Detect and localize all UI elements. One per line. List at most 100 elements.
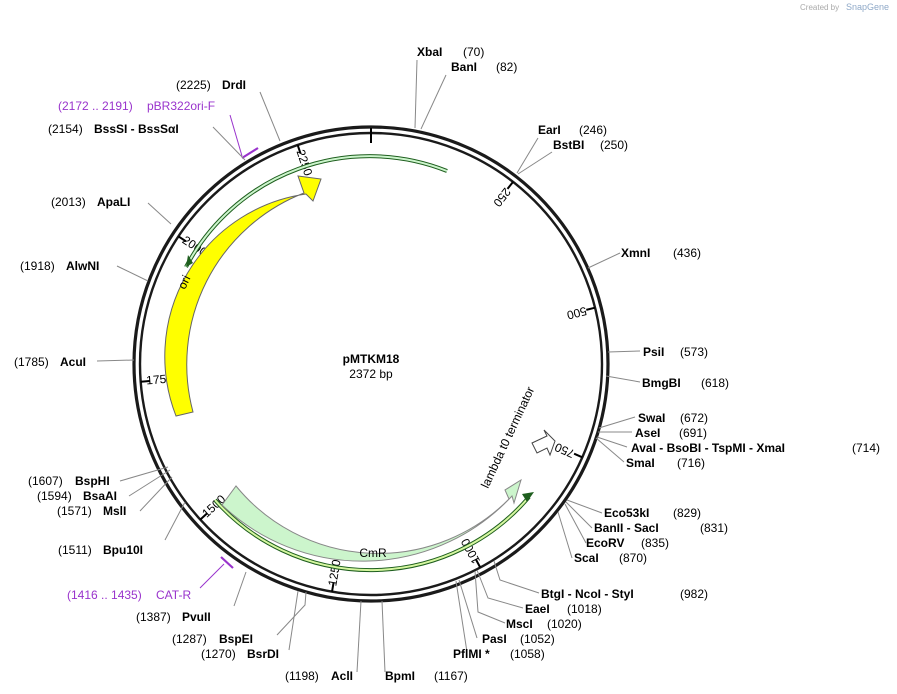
site-bpu10i-name[interactable]: Bpu10I bbox=[103, 543, 143, 557]
cmr-feature-arrow[interactable] bbox=[221, 478, 522, 562]
site-eaei-name[interactable]: EaeI bbox=[525, 602, 550, 616]
pbr322ori-f-primer-mark[interactable] bbox=[241, 147, 259, 159]
site-btgi-group-name[interactable]: BtgI - NcoI - StyI bbox=[541, 587, 634, 601]
site-xmni-name[interactable]: XmnI bbox=[621, 246, 650, 260]
site-pflmi-name[interactable]: PflMI * bbox=[453, 647, 490, 661]
site-swai-name[interactable]: SwaI bbox=[638, 411, 665, 425]
site-eco53ki-pos: (829) bbox=[673, 506, 701, 520]
site-smai-name[interactable]: SmaI bbox=[626, 456, 655, 470]
site-pvuii-name[interactable]: PvuII bbox=[182, 610, 211, 624]
site-smai-pos: (716) bbox=[677, 456, 705, 470]
ori-direction-bar-inner bbox=[185, 155, 448, 268]
site-bani-name[interactable]: BanI bbox=[451, 60, 477, 74]
tick-mark-250 bbox=[506, 181, 514, 190]
tick-mark-500 bbox=[586, 306, 596, 311]
site-alwni-name[interactable]: AlwNI bbox=[66, 259, 99, 273]
tick-mark-750 bbox=[573, 452, 583, 459]
site-bsphi-pos: (1607) bbox=[28, 474, 63, 488]
site-eco53ki-name[interactable]: Eco53kI bbox=[604, 506, 649, 520]
site-bpmi-pos: (1167) bbox=[434, 669, 468, 683]
tick-mark-1500 bbox=[199, 512, 208, 521]
site-bsssi-pos: (2154) bbox=[48, 122, 83, 136]
site-avai-group-name[interactable]: AvaI - BsoBI - TspMI - XmaI bbox=[631, 441, 785, 455]
pbr322ori-f-label: pBR322ori-F bbox=[147, 99, 215, 113]
site-pasi-name[interactable]: PasI bbox=[482, 632, 507, 646]
credit-prefix: Created by bbox=[800, 3, 839, 12]
site-swai-pos: (672) bbox=[680, 411, 708, 425]
site-pvuii-pos: (1387) bbox=[136, 610, 171, 624]
site-asei-name[interactable]: AseI bbox=[635, 426, 660, 440]
site-bmgbi-pos: (618) bbox=[701, 376, 729, 390]
site-bsssi-name[interactable]: BssSI - BssSαI bbox=[94, 122, 179, 136]
site-bspei-name[interactable]: BspEI bbox=[219, 632, 253, 646]
site-bsaai-name[interactable]: BsaAI bbox=[83, 489, 117, 503]
site-bsaai-pos: (1594) bbox=[37, 489, 72, 503]
site-scai-pos: (870) bbox=[619, 551, 647, 565]
site-alwni-pos: (1918) bbox=[20, 259, 55, 273]
lambda-terminator-label: lambda t0 terminator bbox=[478, 384, 537, 490]
cat-r-leader bbox=[199, 563, 225, 589]
site-acui-name[interactable]: AcuI bbox=[60, 355, 86, 369]
site-leaders bbox=[96, 59, 641, 673]
tick-label-1250: 1250 bbox=[325, 558, 343, 587]
ori-feature-arrow[interactable] bbox=[164, 175, 322, 417]
site-bani-pos: (82) bbox=[496, 60, 517, 74]
site-banii-saci-pos: (831) bbox=[700, 521, 728, 535]
site-acui-pos: (1785) bbox=[14, 355, 49, 369]
site-acli-name[interactable]: AclI bbox=[331, 669, 353, 683]
site-eari-pos: (246) bbox=[579, 123, 607, 137]
cat-r-range: (1416 .. 1435) bbox=[67, 588, 142, 602]
site-acli-pos: (1198) bbox=[285, 669, 319, 683]
tick-label-250: 250 bbox=[490, 185, 514, 210]
site-msli-name[interactable]: MslI bbox=[103, 504, 126, 518]
site-banii-saci-name[interactable]: BanII - SacI bbox=[594, 521, 659, 535]
site-bmgbi-name[interactable]: BmgBI bbox=[642, 376, 681, 390]
tick-label-500: 500 bbox=[565, 304, 588, 323]
pbr322ori-f-leader bbox=[229, 114, 243, 157]
site-scai-name[interactable]: ScaI bbox=[574, 551, 599, 565]
site-apali-pos: (2013) bbox=[51, 195, 86, 209]
site-bsphi-name[interactable]: BspHI bbox=[75, 474, 110, 488]
site-ecorv-pos: (835) bbox=[641, 536, 669, 550]
site-msci-pos: (1020) bbox=[547, 617, 582, 631]
plasmid-size: 2372 bp bbox=[349, 367, 393, 381]
site-msci-name[interactable]: MscI bbox=[506, 617, 533, 631]
snapgene-credit: SnapGene bbox=[846, 2, 889, 12]
tick-mark-1750 bbox=[140, 380, 150, 383]
cat-r-primer-mark[interactable] bbox=[220, 556, 234, 569]
site-xbai-name[interactable]: XbaI bbox=[417, 45, 442, 59]
site-msli-pos: (1571) bbox=[57, 504, 92, 518]
site-psii-pos: (573) bbox=[680, 345, 708, 359]
site-bpmi-name[interactable]: BpmI bbox=[385, 669, 415, 683]
lambda-t0-terminator-feature[interactable] bbox=[531, 429, 556, 457]
site-bpu10i-pos: (1511) bbox=[58, 543, 92, 557]
tick-mark-1000 bbox=[475, 559, 482, 568]
site-bspei-pos: (1287) bbox=[172, 632, 207, 646]
site-xmni-pos: (436) bbox=[673, 246, 701, 260]
tick-mark-2250 bbox=[296, 144, 302, 154]
cmr-direction-bar-inner bbox=[214, 496, 530, 572]
site-avai-group-pos: (714) bbox=[852, 441, 880, 455]
tick-mark-1250 bbox=[331, 582, 335, 592]
site-drdi-pos: (2225) bbox=[176, 78, 211, 92]
site-bsrdi-pos: (1270) bbox=[201, 647, 236, 661]
site-ecorv-name[interactable]: EcoRV bbox=[586, 536, 624, 550]
site-btgi-group-pos: (982) bbox=[680, 587, 708, 601]
plasmid-name: pMTKM18 bbox=[343, 352, 400, 366]
site-bstbi-name[interactable]: BstBI bbox=[553, 138, 584, 152]
cmr-direction-arrow bbox=[522, 492, 534, 502]
cmr-feature-label: CmR bbox=[359, 546, 387, 560]
site-psii-name[interactable]: PsiI bbox=[643, 345, 664, 359]
site-drdi-name[interactable]: DrdI bbox=[222, 78, 246, 92]
site-bstbi-pos: (250) bbox=[600, 138, 628, 152]
site-eari-name[interactable]: EarI bbox=[538, 123, 561, 137]
tick-label-750: 750 bbox=[552, 440, 576, 461]
site-eaei-pos: (1018) bbox=[567, 602, 602, 616]
tick-mark-2000 bbox=[177, 235, 187, 243]
site-apali-name[interactable]: ApaLI bbox=[97, 195, 130, 209]
site-bsrdi-name[interactable]: BsrDI bbox=[247, 647, 279, 661]
site-pflmi-pos: (1058) bbox=[510, 647, 545, 661]
pbr322ori-f-range: (2172 .. 2191) bbox=[58, 99, 133, 113]
cat-r-label: CAT-R bbox=[156, 588, 191, 602]
